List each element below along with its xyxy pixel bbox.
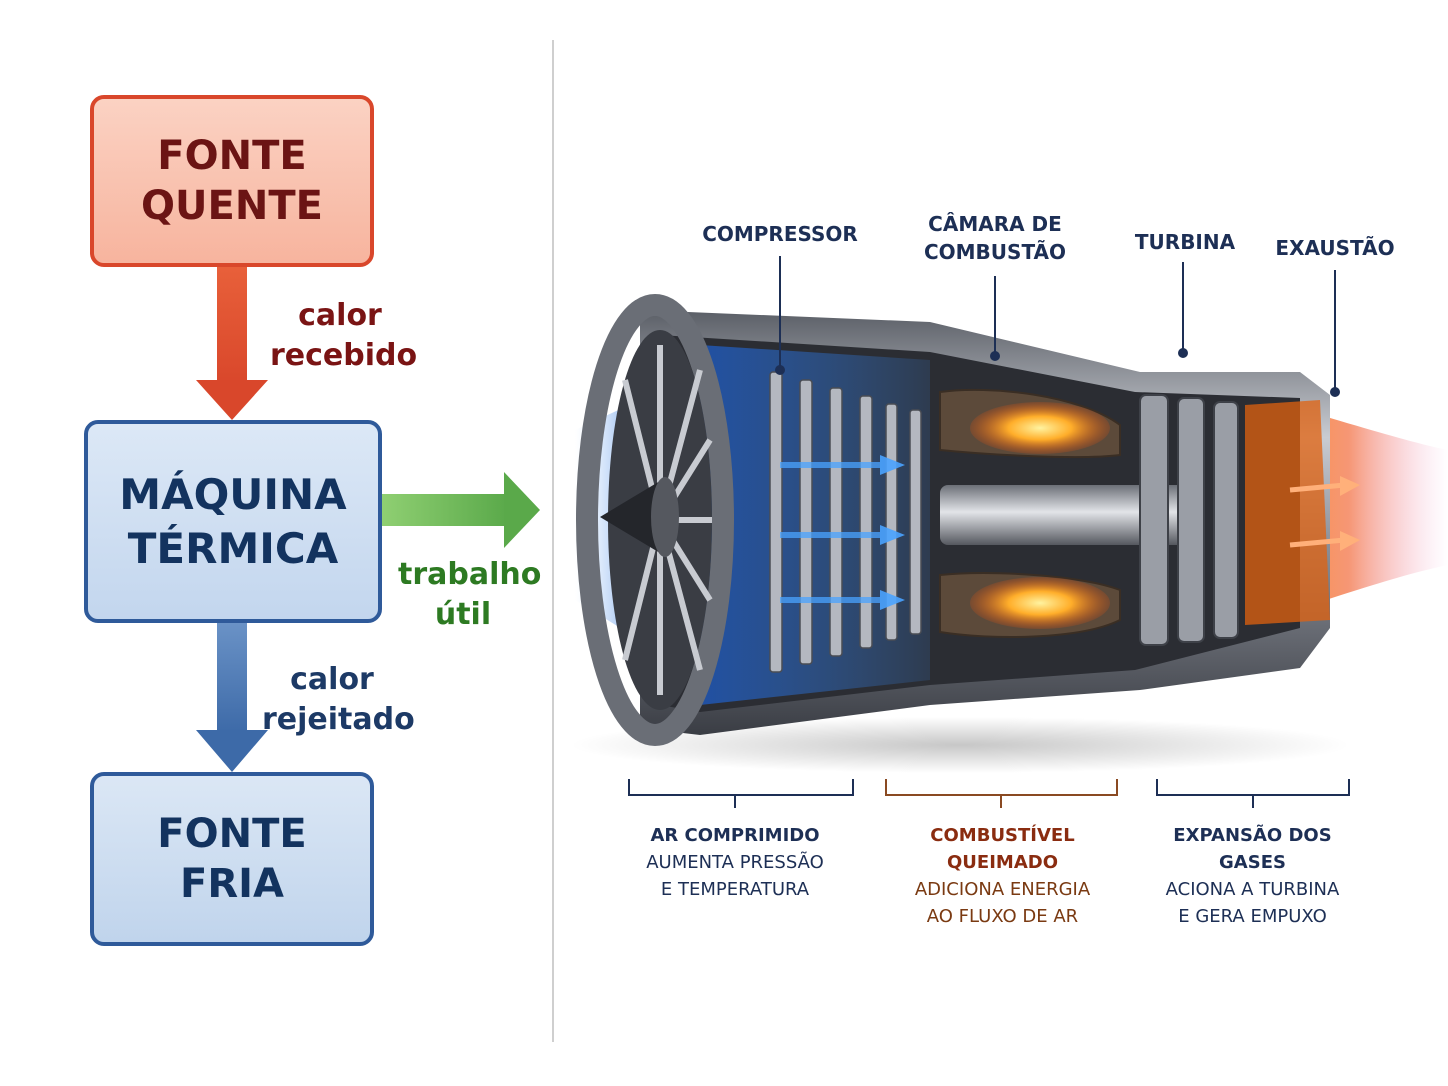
heat-in-line-1: calor [298, 298, 382, 333]
bracket-combustion [885, 779, 1118, 808]
cold-source-line-2: FRIA [180, 861, 284, 907]
heat-engine-box: MÁQUINA TÉRMICA [84, 420, 382, 623]
work-out-label: trabalho útil [398, 555, 542, 635]
stage-line: AUMENTA PRESSÃO [646, 852, 824, 873]
heat-out-line-2: rejeitado [262, 702, 415, 737]
hot-source-line-2: QUENTE [141, 183, 323, 229]
bracket-turbine [1156, 779, 1350, 808]
jet-engine-illustration [570, 294, 1448, 773]
stage-line: E TEMPERATURA [660, 879, 810, 900]
stage-gas-expansion: EXPANSÃO DOS GASES ACIONA A TURBINA E GE… [1150, 822, 1355, 930]
stage-title: AR COMPRIMIDO [650, 825, 820, 846]
stage-fuel-burned: COMBUSTÍVEL QUEIMADO ADICIONA ENERGIA AO… [885, 822, 1120, 930]
heat-engine-line-1: MÁQUINA [119, 469, 347, 519]
combustion-label-line-2: COMBUSTÃO [923, 240, 1067, 264]
cold-source-line-1: FONTE [157, 811, 307, 857]
heat-in-label: calor recebido [270, 296, 418, 376]
work-arrow [382, 472, 540, 548]
heat-out-arrow [196, 623, 268, 772]
section-divider [552, 40, 554, 1042]
stage-line: AO FLUXO DE AR [926, 906, 1079, 927]
work-out-line-2: útil [434, 597, 492, 632]
stage-title: COMBUSTÍVEL QUEIMADO [930, 825, 1075, 873]
turbine-label: TURBINA [1134, 230, 1236, 254]
stage-line: ADICIONA ENERGIA [914, 879, 1091, 900]
combustion-chamber-label: CÂMARA DE COMBUSTÃO [920, 210, 1070, 266]
heat-in-arrow [196, 267, 268, 420]
leader-lines [775, 256, 1340, 397]
stage-compressed-air: AR COMPRIMIDO AUMENTA PRESSÃO E TEMPERAT… [630, 822, 840, 903]
stage-line: ACIONA A TURBINA [1165, 879, 1340, 900]
bracket-compressor [628, 779, 854, 808]
cold-source-box: FONTE FRIA [90, 772, 374, 946]
stage-title: EXPANSÃO DOS GASES [1173, 825, 1332, 873]
combustion-label-line-1: CÂMARA DE [928, 212, 1062, 236]
heat-engine-line-2: TÉRMICA [127, 523, 339, 573]
work-out-line-1: trabalho [398, 557, 542, 592]
stage-line: E GERA EMPUXO [1178, 906, 1327, 927]
heat-in-line-2: recebido [270, 338, 418, 373]
heat-out-line-1: calor [290, 662, 374, 697]
exhaust-label: EXAUSTÃO [1275, 236, 1395, 260]
compressor-label: COMPRESSOR [702, 222, 858, 246]
hot-source-line-1: FONTE [157, 133, 307, 179]
hot-source-box: FONTE QUENTE [90, 95, 374, 267]
heat-out-label: calor rejeitado [262, 660, 415, 740]
